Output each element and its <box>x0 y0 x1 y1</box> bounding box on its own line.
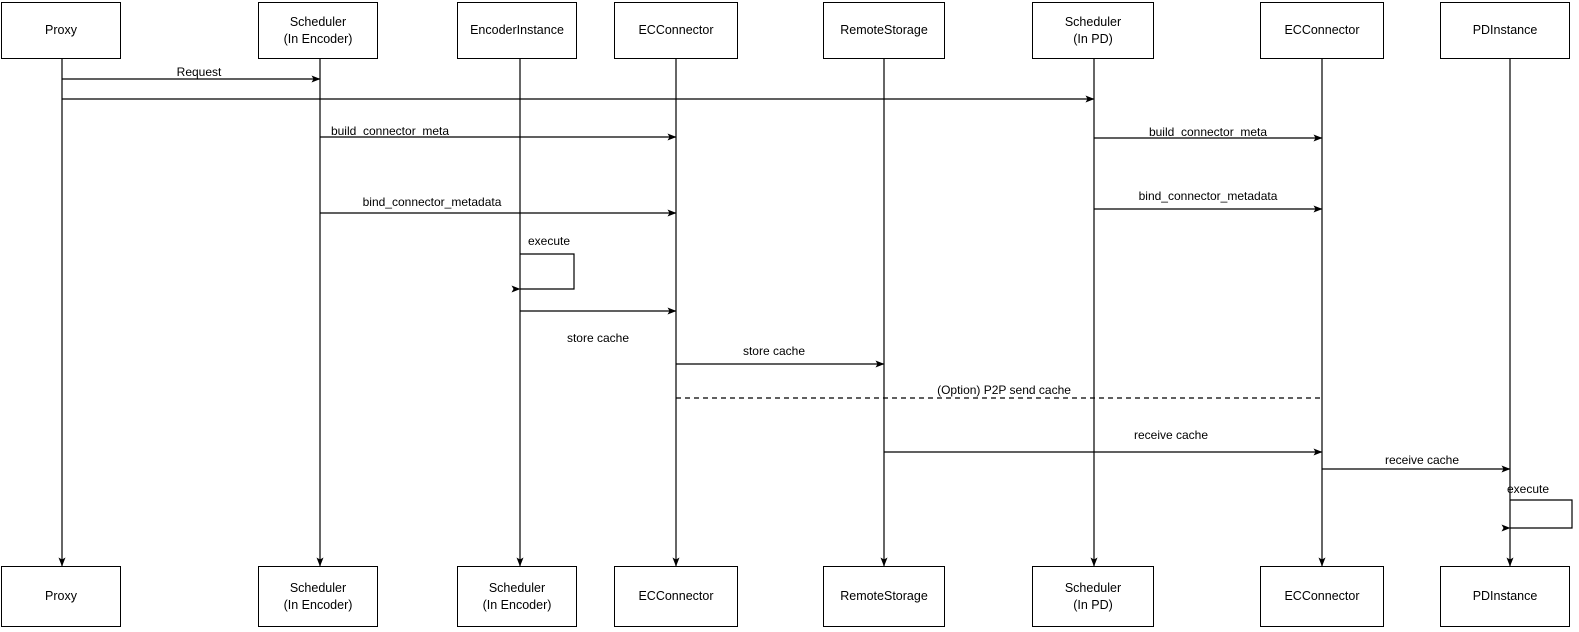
self-message-label-s1: execute <box>528 234 571 248</box>
participant-label-primary: Proxy <box>45 23 77 38</box>
message-label-m6: bind_connector_metadata <box>1138 189 1278 203</box>
participant-top-scheduler-pd[interactable]: Scheduler (In PD) <box>1032 2 1154 59</box>
message-label-m9: (Option) P2P send cache <box>937 383 1071 397</box>
participant-bottom-pd-instance[interactable]: PDInstance <box>1440 566 1570 627</box>
participant-label-secondary: (In Encoder) <box>283 597 353 612</box>
participant-top-scheduler-encoder[interactable]: Scheduler (In Encoder) <box>258 2 378 59</box>
participant-label-primary: Scheduler <box>1064 14 1122 29</box>
message-label-m8: store cache <box>742 344 806 358</box>
participant-label-primary: ECConnector <box>638 589 714 604</box>
participant-label-secondary: (In PD) <box>1073 31 1113 46</box>
participant-bottom-scheduler-encoder[interactable]: Scheduler (In Encoder) <box>258 566 378 627</box>
participant-top-encoder-instance[interactable]: EncoderInstance <box>457 2 577 59</box>
participant-bottom-remote-storage[interactable]: RemoteStorage <box>823 566 945 627</box>
participant-label-primary: Scheduler <box>1064 580 1122 595</box>
messages-group <box>62 75 1511 473</box>
participant-label-primary: PDInstance <box>1472 23 1538 38</box>
participant-label-primary: ECConnector <box>638 23 714 38</box>
participant-label-primary: RemoteStorage <box>840 23 928 38</box>
participant-label-secondary: (In Encoder) <box>283 31 353 46</box>
participant-label-secondary: (In Encoder) <box>482 597 552 612</box>
participant-top-ec-connector-pd[interactable]: ECConnector <box>1260 2 1384 59</box>
self-messages-group <box>511 253 1573 532</box>
participant-label-primary: RemoteStorage <box>840 589 928 604</box>
participant-label-secondary: (In PD) <box>1073 597 1113 612</box>
participant-top-pd-instance[interactable]: PDInstance <box>1440 2 1570 59</box>
participant-bottom-encoder-instance[interactable]: Scheduler (In Encoder) <box>457 566 577 627</box>
participant-label-primary: Proxy <box>45 589 77 604</box>
self-message-loop-s2 <box>1501 499 1573 532</box>
participant-bottom-proxy[interactable]: Proxy <box>1 566 121 627</box>
message-label-m7: store cache <box>566 331 630 345</box>
self-message-loop-s1 <box>511 253 575 293</box>
message-label-m1: Request <box>176 65 222 79</box>
message-label-m5: bind_connector_metadata <box>362 195 502 209</box>
message-label-m4: build_connector_meta <box>1148 125 1268 139</box>
participant-top-ec-connector-enc[interactable]: ECConnector <box>614 2 738 59</box>
participant-top-remote-storage[interactable]: RemoteStorage <box>823 2 945 59</box>
participant-bottom-scheduler-pd[interactable]: Scheduler (In PD) <box>1032 566 1154 627</box>
participant-label-primary: ECConnector <box>1284 589 1360 604</box>
participant-label-primary: Scheduler <box>289 14 347 29</box>
participant-label-primary: Scheduler <box>289 580 347 595</box>
participant-bottom-ec-connector-pd[interactable]: ECConnector <box>1260 566 1384 627</box>
lifelines-group <box>58 59 1514 567</box>
participant-top-proxy[interactable]: Proxy <box>1 2 121 59</box>
participant-label-primary: EncoderInstance <box>470 23 564 38</box>
message-label-m11: receive cache <box>1384 453 1460 467</box>
message-label-m10: receive cache <box>1133 428 1209 442</box>
message-label-m3: build_connector_meta <box>330 124 450 138</box>
participant-label-primary: PDInstance <box>1472 589 1538 604</box>
self-message-label-s2: execute <box>1507 482 1550 496</box>
participant-label-primary: Scheduler <box>488 580 546 595</box>
participant-bottom-ec-connector-enc[interactable]: ECConnector <box>614 566 738 627</box>
participant-label-primary: ECConnector <box>1284 23 1360 38</box>
